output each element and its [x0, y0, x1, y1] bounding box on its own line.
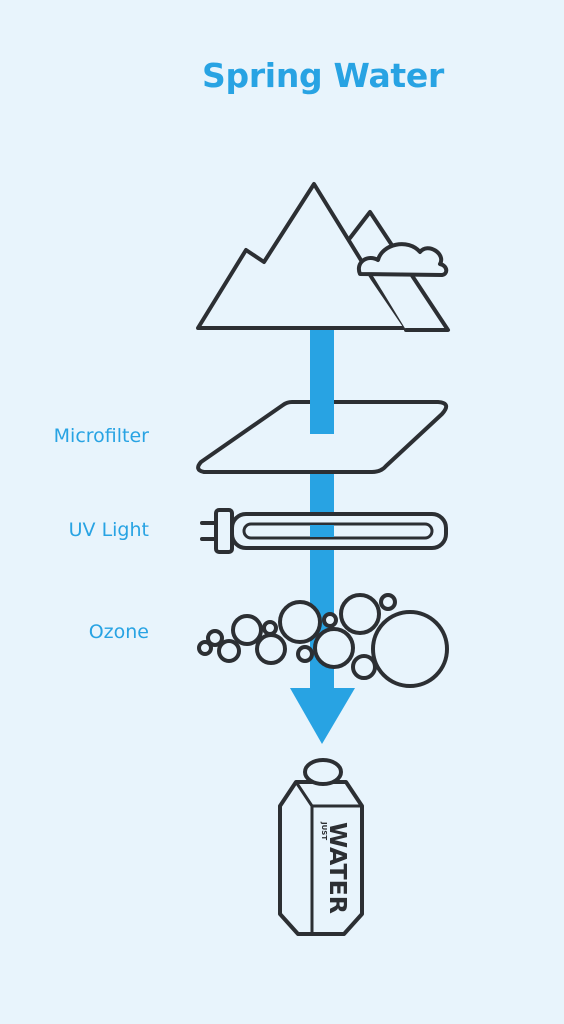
stage-label-uv-light: UV Light: [68, 519, 149, 541]
cloud-icon: [356, 242, 449, 277]
bottle-brand-top: JUST: [320, 821, 328, 840]
stage-label-ozone: Ozone: [88, 621, 149, 643]
bottle-cap: [303, 758, 343, 786]
stage-label-microfilter: Microfilter: [53, 425, 149, 447]
uv-lamp-icon: [200, 508, 448, 554]
mountain-icon: [196, 182, 450, 332]
arrow-shaft-overlay: [310, 330, 334, 434]
ozone-bubbles-icon: [197, 593, 449, 688]
arrow-shaft-uv: [310, 525, 334, 537]
microfilter-plate-icon: [196, 400, 449, 474]
page-title: Spring Water: [202, 56, 444, 95]
arrow-head-icon: [290, 688, 355, 744]
water-bottle-icon: JUST WATER: [278, 758, 364, 936]
bottle-brand-main: WATER: [324, 822, 350, 914]
